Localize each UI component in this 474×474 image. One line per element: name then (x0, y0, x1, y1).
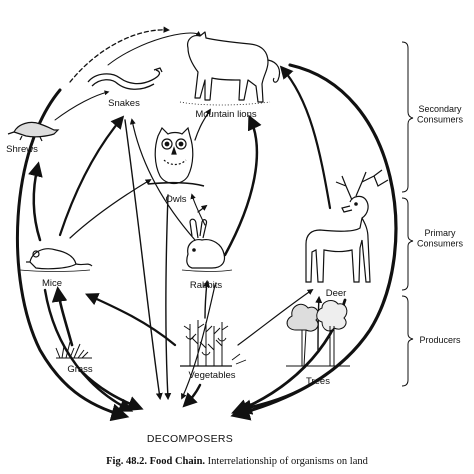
arrow-rabbits-to-decomp (181, 284, 216, 400)
snake-figure (87, 67, 163, 90)
arrow-grass-to-mice (51, 286, 74, 347)
trophic-level-line: Producers (419, 335, 461, 345)
label-rabbits: Rabbits (190, 280, 222, 291)
arrows (15, 26, 398, 422)
label-mountain-lions: Mountain lions (195, 109, 257, 120)
trees-figure (286, 300, 350, 367)
arrow-top-dashed (69, 26, 170, 83)
arrow-mountainlions-arc (107, 30, 202, 66)
arrow-owls-mark (197, 204, 208, 213)
label-decomposers: DECOMPOSERS (147, 433, 233, 445)
bracket-secondary (401, 41, 414, 193)
arrow-shrews-to-snakes (54, 90, 110, 121)
label-shrews: Shrews (6, 144, 38, 155)
grass-figure (55, 341, 92, 359)
bracket-producers (401, 295, 414, 387)
mountain-lion-figure (179, 31, 281, 106)
arrow-veg-to-deer (237, 288, 314, 346)
arrow-rabbits-to-snakes (129, 118, 196, 241)
arrow-veg-to-mice (84, 293, 177, 347)
trophic-level-line: Consumers (417, 114, 464, 124)
trophic-brackets (401, 41, 414, 387)
arrow-mice-to-owls (69, 179, 152, 239)
arrow-mice-to-shrews (28, 161, 43, 242)
vegetables-figure (180, 320, 247, 367)
trophic-level-line: Primary (425, 228, 456, 238)
caption-figure-number: Fig. 48.2. Food Chain. (106, 456, 206, 467)
trophic-level-line: Secondary (418, 104, 462, 114)
arrow-rabbits-to-owls (190, 193, 206, 226)
arrow-outer-left (15, 88, 130, 422)
label-grass: Grass (67, 364, 93, 375)
arrow-veg-to-decomp (182, 383, 202, 408)
label-vegetables: Vegetables (188, 370, 235, 381)
caption-text: Interrelationship of organisms on land (207, 456, 368, 467)
arrow-veg-to-rabbits (203, 279, 210, 319)
deer-figure (305, 169, 389, 283)
mouse-figure (19, 248, 93, 272)
arrow-mice-to-decomp (43, 288, 134, 412)
level-producers: Producers (419, 335, 461, 345)
arrow-snakes-to-decomp (124, 119, 163, 401)
arrow-outer-right (230, 63, 398, 421)
rabbit-figure (181, 218, 233, 272)
label-deer: Deer (326, 288, 347, 299)
arrow-mice-to-snakes (58, 115, 125, 237)
trophic-level-line: Consumers (417, 238, 464, 248)
bracket-primary (401, 197, 414, 291)
arrow-owls-to-decomp (164, 194, 172, 401)
figure-caption: Fig. 48.2. Food Chain. Interrelationship… (0, 456, 474, 467)
shrew-figure (7, 121, 60, 142)
arrow-deer-to-lions (279, 65, 332, 210)
label-trees: Trees (306, 376, 330, 387)
arrow-rabbits-to-lions (223, 114, 262, 257)
label-snakes: Snakes (108, 98, 140, 109)
label-mice: Mice (42, 278, 62, 289)
arrow-owls-to-lions (194, 108, 211, 141)
owl-figure (147, 126, 205, 187)
label-owls: Owls (165, 194, 186, 205)
